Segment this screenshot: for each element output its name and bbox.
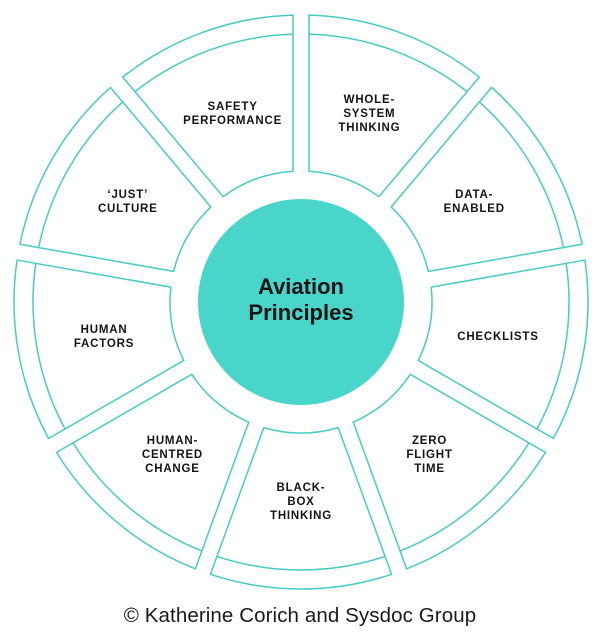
segment-rim-black-box-thinking [216,555,386,571]
segment-label-line: THINKING [270,510,332,522]
segment-rim-just-culture [37,101,124,249]
segment-shape-checklists [417,259,589,440]
segment-label-line: ENABLED [443,203,505,215]
center-circle [198,199,404,405]
segment-rim-human-centred-change [72,442,203,552]
segment-label-line: TIME [414,463,445,476]
segment-label-line: CHECKLISTS [457,330,539,343]
segment-label-line: CENTRED [141,449,204,462]
segment-rim-whole-system-thinking [308,33,468,93]
segment-rim-safety-performance [134,33,294,93]
segment-shape-safety-performance [121,14,294,198]
segment-label-line: ‘JUST’ [107,189,149,201]
segment-label-line: SYSTEM [343,108,396,121]
segment-label-line: BOX [287,496,315,508]
segment-label-line: HUMAN- [146,435,199,448]
segment-rim-human-factors [32,262,66,430]
segment-label-data-enabled: DATA- ENABLED [444,188,505,216]
segment-label-line: FLIGHT [406,449,453,462]
segment-shape-just-culture [19,86,212,273]
segment-label-checklists: CHECKLISTS [457,330,538,344]
segment-shape-whole-system-thinking [308,14,481,198]
segment-label-line: WHOLE- [343,94,396,107]
segment-rim-checklists [536,262,570,430]
segment-label-line: CHANGE [145,463,200,476]
segment-label-line: ZERO [411,435,448,448]
segment-rim-zero-flight-time [399,442,530,552]
segment-label-line: DATA- [455,189,494,201]
segment-rim-data-enabled [478,101,565,249]
segment-shape-human-factors [13,259,185,440]
segment-shape-data-enabled [390,86,583,273]
segment-shapes-group [13,14,589,590]
segment-label-line: SAFETY [207,101,258,114]
copyright-text: © Katherine Corich and Sysdoc Group [123,604,477,627]
segment-label-line: HUMAN [80,323,128,336]
segment-label-line: PERFORMANCE [183,115,283,128]
center-title: Aviation Principles [248,274,354,325]
segment-shape-black-box-thinking [209,426,393,590]
segment-label-just-culture: ‘JUST’ CULTURE [98,188,158,216]
segment-shape-zero-flight-time [352,373,547,570]
segment-label-line: FACTORS [73,337,135,350]
segment-label-black-box-thinking: BLACK- BOX THINKING [270,481,332,523]
segment-label-line: THINKING [338,122,401,135]
segment-label-line: BLACK- [276,482,326,494]
segment-shape-human-centred-change [55,373,250,570]
segment-label-line: CULTURE [97,203,158,215]
